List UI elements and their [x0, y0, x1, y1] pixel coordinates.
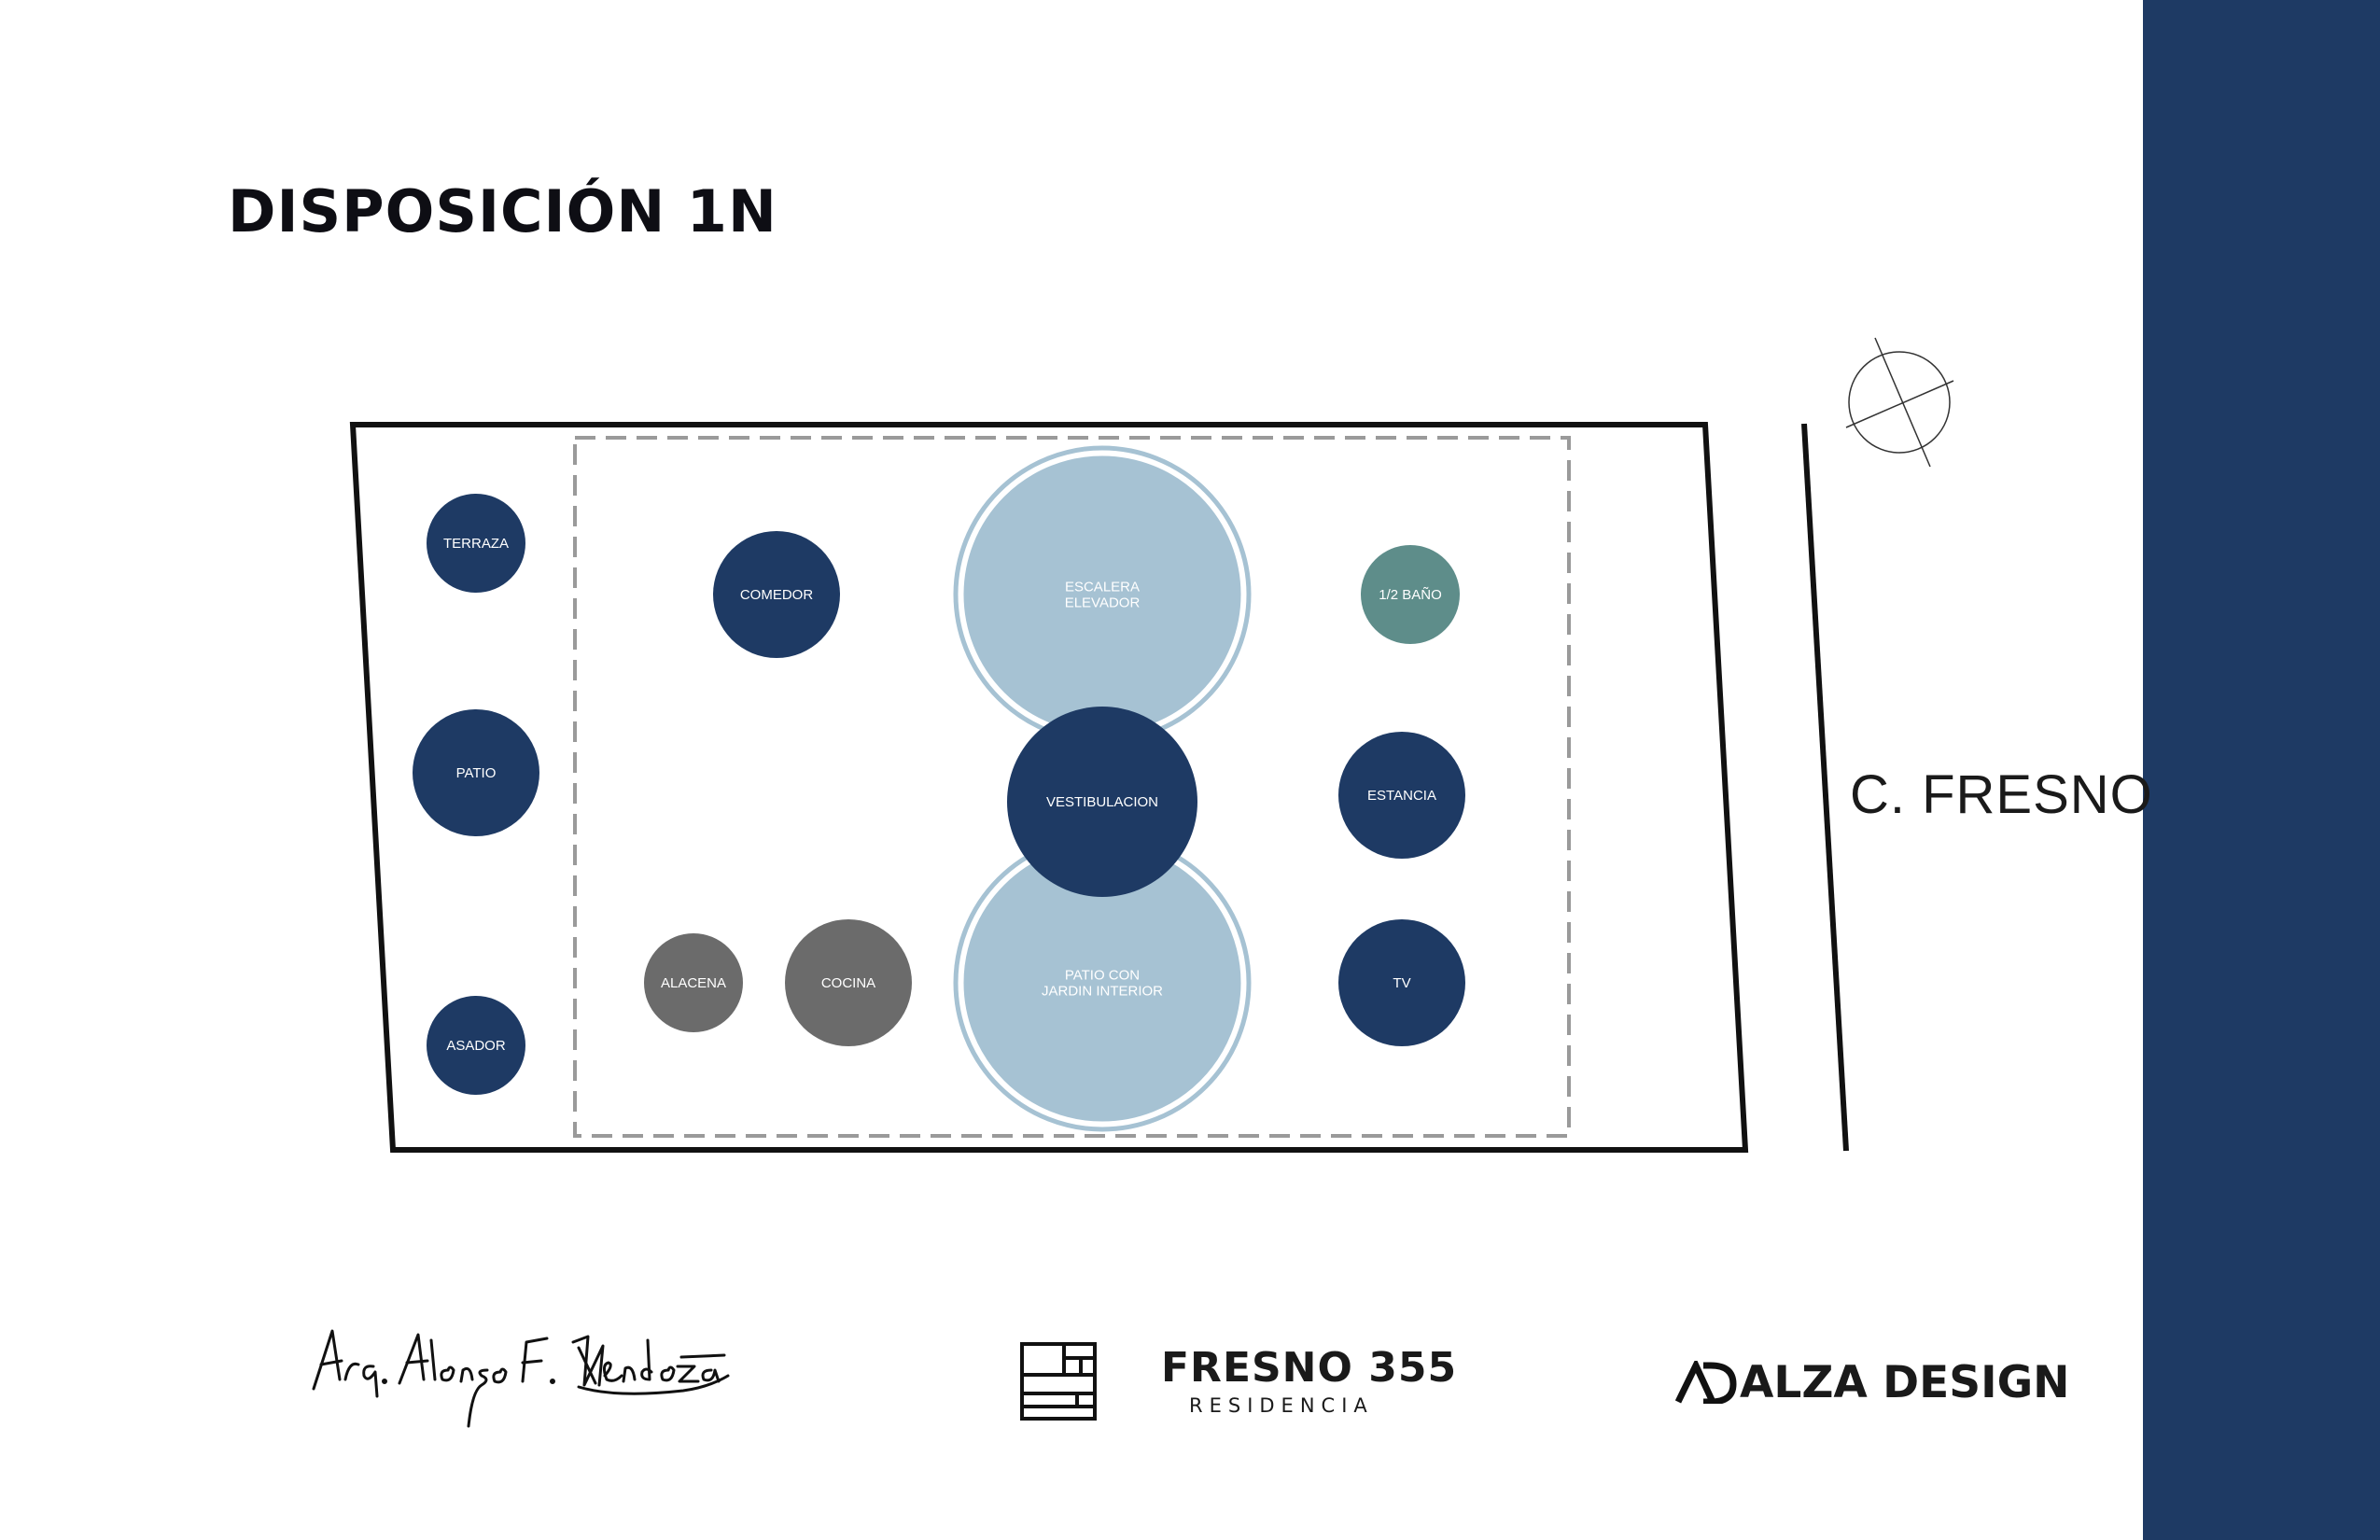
- studio-name: ALZA DESIGN: [1740, 1357, 2070, 1408]
- space-circle-comedor: [713, 531, 840, 658]
- space-node-asador: ASADOR: [427, 996, 525, 1095]
- buildable-area: [573, 436, 1571, 1138]
- space-nodes: TERRAZA PATIO ASADOR COMEDOR ALACENA COCINA ES…: [413, 445, 1465, 1132]
- space-node-alacena: ALACENA: [644, 933, 743, 1032]
- space-circle-medio-bano: [1361, 545, 1460, 644]
- street-line: [1801, 423, 1849, 1152]
- building-facade-icon: [1020, 1342, 1097, 1421]
- space-label-patio-jardin: JARDIN INTERIOR: [1042, 984, 1163, 1000]
- space-label-patio-jardin: PATIO CON: [1065, 968, 1140, 984]
- space-label-terraza: TERRAZA: [443, 536, 509, 552]
- architect-signature: [312, 1329, 730, 1428]
- space-node-estancia: ESTANCIA: [1338, 732, 1465, 859]
- ad-monogram-icon: [1675, 1361, 1737, 1404]
- space-label-asador: ASADOR: [446, 1038, 506, 1054]
- brand-name: FRESNO 355: [1161, 1344, 1458, 1392]
- space-label-medio-bano: 1/2 BAÑO: [1379, 587, 1442, 603]
- space-node-tv: TV: [1338, 919, 1465, 1046]
- space-label-escalera: ESCALERA: [1065, 580, 1140, 595]
- space-circle-alacena: [644, 933, 743, 1032]
- space-circle-cocina: [785, 919, 912, 1046]
- space-circle-tv: [1338, 919, 1465, 1046]
- space-label-escalera: ELEVADOR: [1065, 595, 1141, 611]
- space-circle-estancia: [1338, 732, 1465, 859]
- space-circle-patio: [413, 709, 539, 836]
- space-circle-vestibulacion: [1007, 707, 1197, 897]
- brand-subtitle: RESIDENCIA: [1189, 1394, 1374, 1417]
- lot-outline: [349, 422, 1749, 1153]
- space-node-cocina: COCINA: [785, 919, 912, 1046]
- page-title: DISPOSICIÓN 1N: [228, 177, 777, 245]
- north-arrow-icon: [1845, 337, 1954, 468]
- space-node-terraza: TERRAZA: [427, 494, 525, 593]
- space-node-patio: PATIO: [413, 709, 539, 836]
- space-label-estancia: ESTANCIA: [1367, 788, 1436, 804]
- space-label-patio: PATIO: [456, 765, 497, 781]
- space-node-medio-bano: 1/2 BAÑO: [1361, 545, 1460, 644]
- space-label-comedor: COMEDOR: [740, 587, 814, 603]
- street-label: C. FRESNO: [1850, 764, 2153, 825]
- space-label-alacena: ALACENA: [661, 975, 726, 991]
- side-band: [2143, 0, 2380, 1540]
- space-circle-asador: [427, 996, 525, 1095]
- space-circle-terraza: [427, 494, 525, 593]
- space-node-comedor: COMEDOR: [713, 531, 840, 658]
- space-label-cocina: COCINA: [821, 975, 875, 991]
- space-label-tv: TV: [1393, 975, 1410, 991]
- space-node-vestibulacion: VESTIBULACION: [1007, 707, 1197, 897]
- space-label-vestibulacion: VESTIBULACION: [1046, 794, 1158, 810]
